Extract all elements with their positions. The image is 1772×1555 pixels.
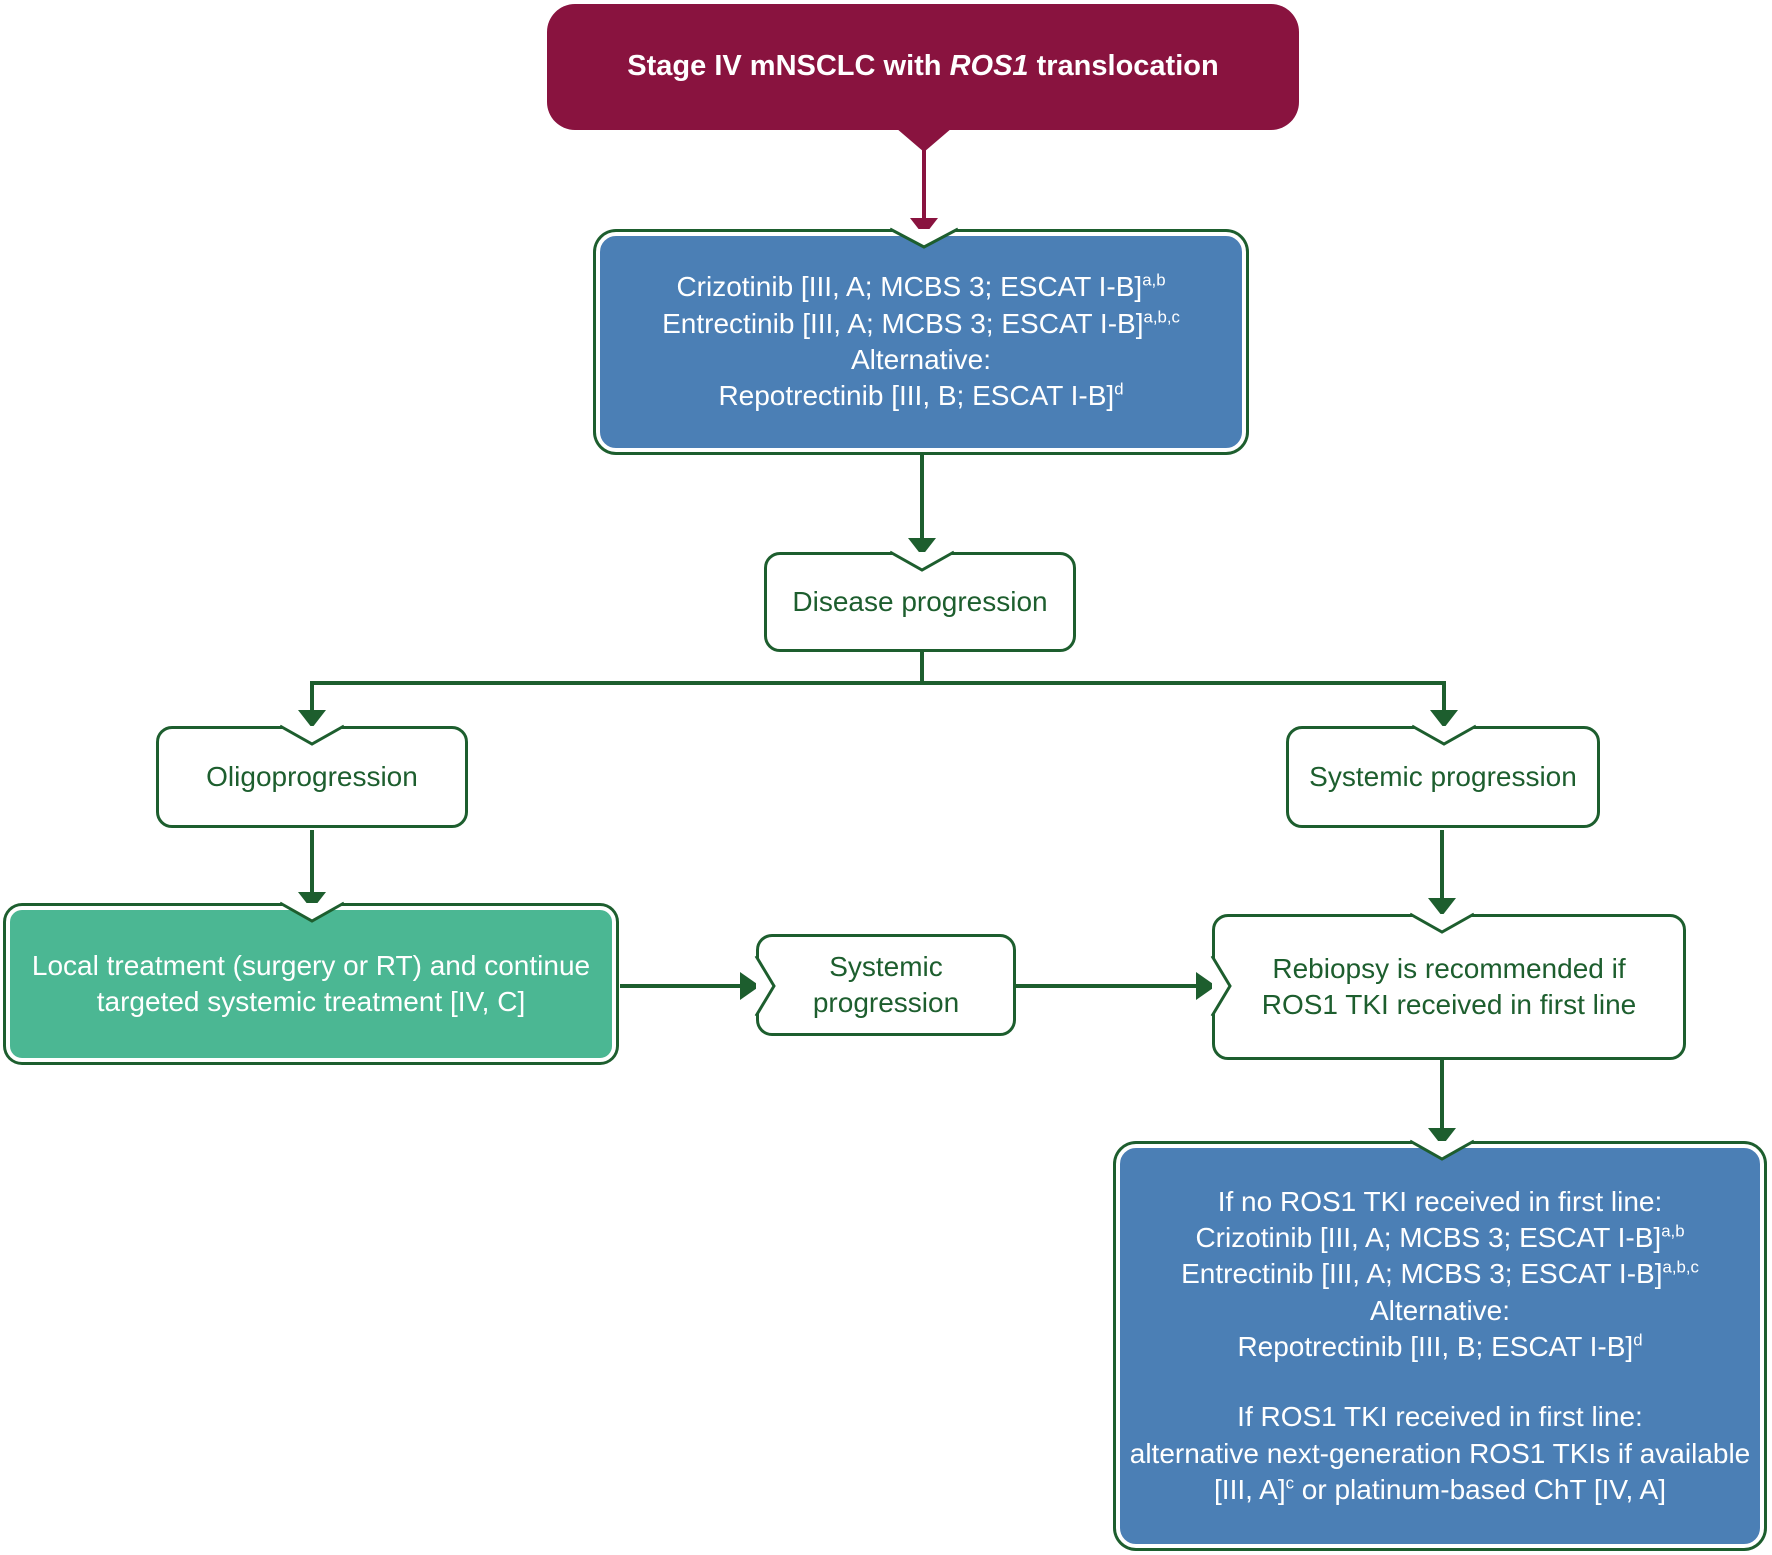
arrowhead-rebiopsy-left [1196, 972, 1216, 1000]
node-start-label: Stage IV mNSCLC with ROS1 translocation [627, 50, 1219, 83]
second-line-no-tki-header: If no ROS1 TKI received in first line: [1217, 1185, 1663, 1217]
node-start: Stage IV mNSCLC with ROS1 translocation [547, 4, 1299, 130]
first-line-repotrectinib: Repotrectinib [III, B; ESCAT I-B]d [718, 380, 1124, 412]
local-treatment-line-1: Local treatment (surgery or RT) and cont… [31, 949, 591, 981]
systemic-progression-mid-line-1: Systemic [829, 950, 943, 982]
systemic-progression-right-label: Systemic progression [1309, 760, 1577, 792]
arrowhead-start [910, 218, 938, 236]
node-systemic-progression-right: Systemic progression [1286, 726, 1600, 828]
node-rebiopsy: Rebiopsy is recommended if ROS1 TKI rece… [1212, 914, 1686, 1060]
node-disease-progression: Disease progression [764, 552, 1076, 652]
rebiopsy-line-1: Rebiopsy is recommended if [1272, 952, 1626, 984]
arrowhead-mid [740, 972, 760, 1000]
node-first-line: Crizotinib [III, A; MCBS 3; ESCAT I-B]a,… [596, 232, 1246, 452]
arrowhead-progression [908, 538, 936, 556]
node-second-line: If no ROS1 TKI received in first line: C… [1116, 1144, 1764, 1548]
first-line-entrectinib: Entrectinib [III, A; MCBS 3; ESCAT I-B]a… [662, 307, 1180, 339]
oligoprogression-label: Oligoprogression [206, 760, 418, 792]
second-line-alternative: Alternative: [1369, 1294, 1511, 1326]
first-line-alternative: Alternative: [850, 344, 992, 375]
second-line-platinum: [III, A]c or platinum-based ChT [IV, A] [1214, 1473, 1666, 1505]
arrowhead-rebiopsy [1428, 898, 1456, 916]
arrowhead-local [298, 892, 326, 910]
arrowhead-oligo [298, 710, 326, 728]
arrowhead-second-line [1428, 1128, 1456, 1146]
arrowhead-systemic-right [1430, 710, 1458, 728]
node-local-treatment: Local treatment (surgery or RT) and cont… [6, 906, 616, 1062]
disease-progression-label: Disease progression [792, 585, 1048, 617]
second-line-repotrectinib: Repotrectinib [III, B; ESCAT I-B]d [1237, 1330, 1643, 1363]
rebiopsy-line-2: ROS1 TKI received in first line [1261, 989, 1637, 1020]
node-oligoprogression: Oligoprogression [156, 726, 468, 828]
local-treatment-line-2: targeted systemic treatment [IV, C] [96, 986, 526, 1017]
systemic-progression-mid-line-2: progression [812, 987, 960, 1018]
second-line-crizotinib: Crizotinib [III, A; MCBS 3; ESCAT I-B]a,… [1195, 1221, 1685, 1254]
second-line-tki-header: If ROS1 TKI received in first line: [1237, 1401, 1643, 1433]
first-line-crizotinib: Crizotinib [III, A; MCBS 3; ESCAT I-B]a,… [676, 270, 1166, 303]
second-line-next-gen: alternative next-generation ROS1 TKIs if… [1129, 1437, 1751, 1469]
node-systemic-progression-mid: Systemic progression [756, 934, 1016, 1036]
second-line-entrectinib: Entrectinib [III, A; MCBS 3; ESCAT I-B]a… [1181, 1258, 1699, 1290]
